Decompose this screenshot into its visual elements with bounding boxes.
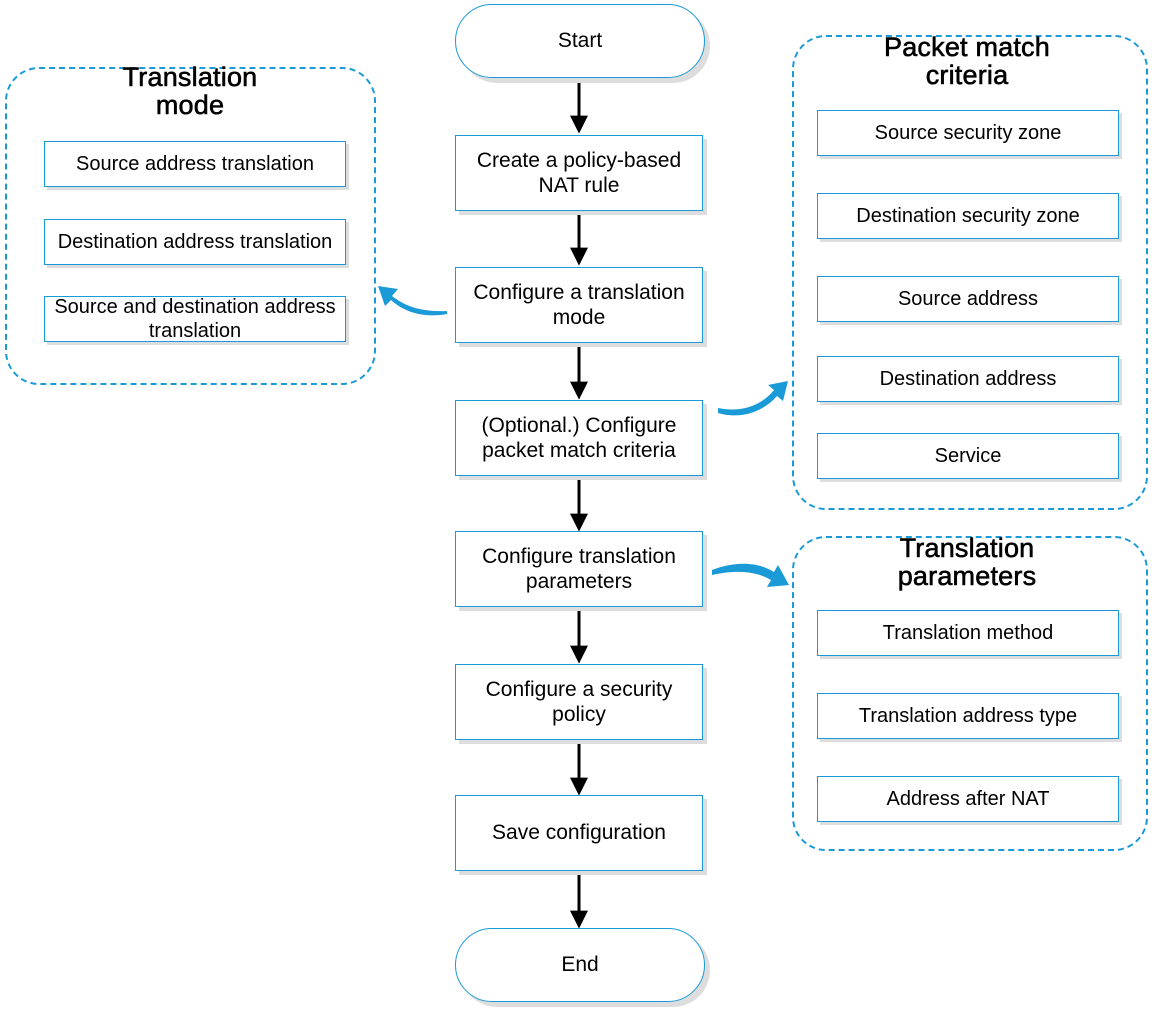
curved-arrow-to-match-criteria — [718, 381, 788, 416]
translation-parameters-item: Translation address type — [817, 693, 1119, 739]
step-save-configuration: Save configuration — [455, 795, 703, 871]
translation-mode-item: Source address translation — [44, 141, 346, 187]
curved-arrow-to-translation-parameters — [712, 563, 789, 587]
packet-match-criteria-title: Packet match criteria — [884, 32, 1050, 90]
step-translation-parameters: Configure translation parameters — [455, 531, 703, 607]
translation-parameters-item: Address after NAT — [817, 776, 1119, 822]
translation-mode-item: Destination address translation — [44, 219, 346, 265]
start-terminal: Start — [455, 4, 705, 78]
step-match-criteria: (Optional.) Configure packet match crite… — [455, 400, 703, 476]
step-security-policy: Configure a security policy — [455, 664, 703, 740]
end-terminal: End — [455, 928, 705, 1002]
translation-parameters-group — [792, 536, 1148, 851]
translation-parameters-item: Translation method — [817, 610, 1119, 656]
match-criteria-item: Service — [817, 433, 1119, 479]
step-translation-mode: Configure a translation mode — [455, 267, 703, 343]
translation-mode-group — [5, 67, 376, 385]
translation-parameters-title: Translation parameters — [897, 533, 1037, 591]
match-criteria-item: Source security zone — [817, 110, 1119, 156]
translation-mode-item: Source and destination address translati… — [44, 296, 346, 342]
packet-match-criteria-group — [792, 35, 1148, 510]
curved-arrow-to-translation-mode — [378, 286, 447, 316]
match-criteria-item: Destination address — [817, 356, 1119, 402]
translation-mode-title: Translation mode — [122, 62, 258, 120]
step-create-rule: Create a policy-based NAT rule — [455, 135, 703, 211]
match-criteria-item: Source address — [817, 276, 1119, 322]
match-criteria-item: Destination security zone — [817, 193, 1119, 239]
